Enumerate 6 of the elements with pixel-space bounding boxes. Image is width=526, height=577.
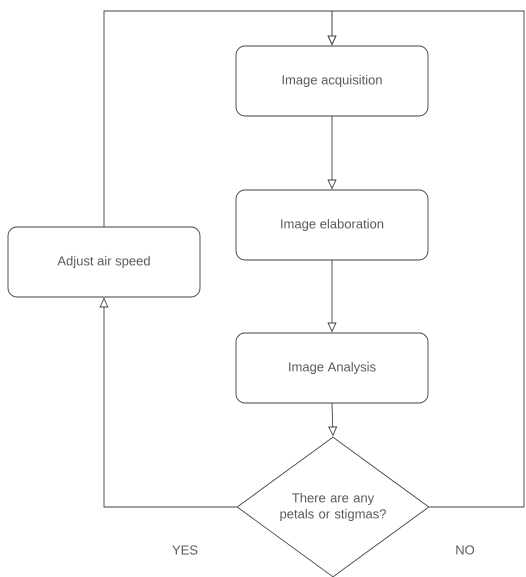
process-box: Image acquisition <box>236 46 428 116</box>
process-box: Adjust air speed <box>8 226 200 298</box>
process-box: Image Analysis <box>236 332 428 404</box>
edge-label: NO <box>454 544 476 556</box>
process-box: Image elaboration <box>236 190 428 260</box>
edge-label: YES <box>171 544 199 556</box>
